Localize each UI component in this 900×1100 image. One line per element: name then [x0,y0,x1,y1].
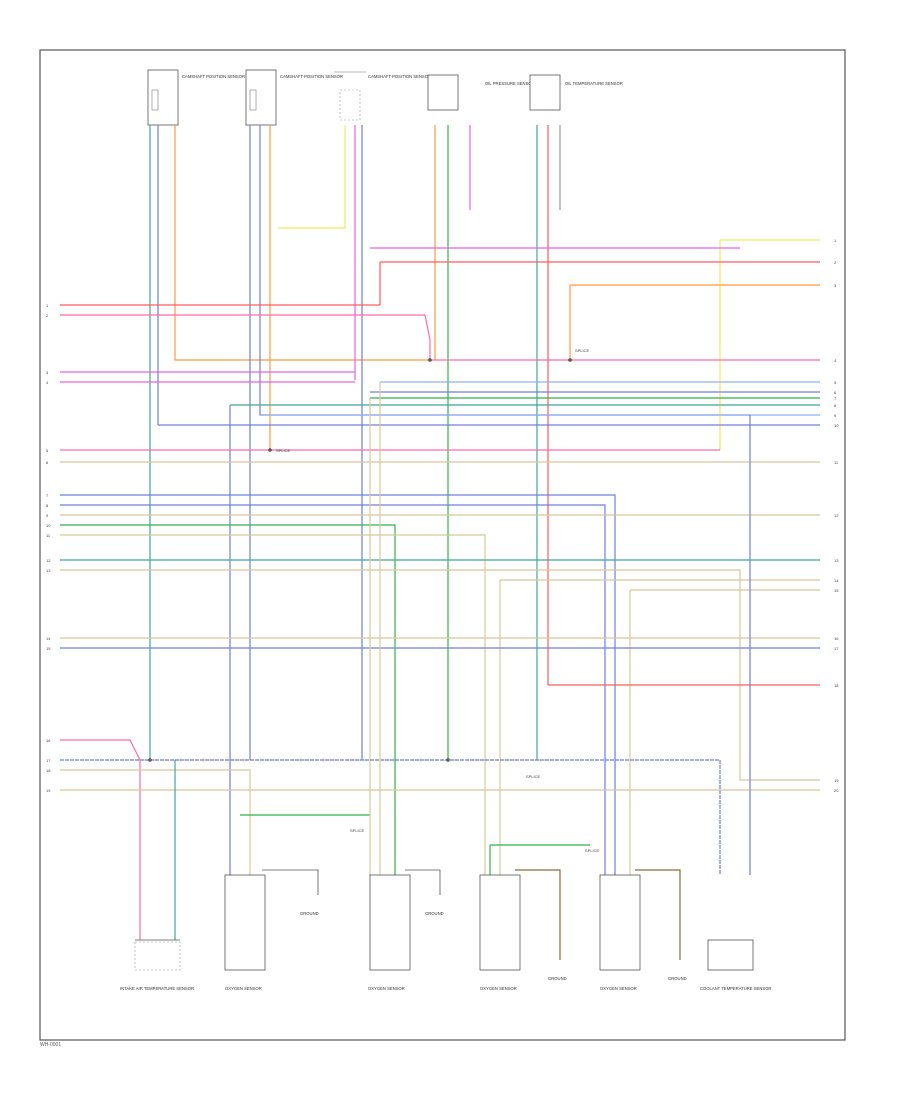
top-sensor-2-label: CAMSHAFT POSITION SENSOR [280,74,343,79]
svg-text:17: 17 [834,646,839,651]
svg-text:14: 14 [46,636,51,641]
top-sensor-5: OIL TEMPERATURE SENSOR [529,74,623,111]
bottom-sensor-6-label: COOLANT TEMPERATURE SENSOR [700,986,771,991]
svg-text:9: 9 [46,513,49,518]
svg-text:12: 12 [46,558,51,563]
bottom-sensor-6: COOLANT TEMPERATURE SENSOR [700,939,771,991]
top-sensor-1: CAMSHAFT POSITION SENSOR [147,69,245,126]
ground-4-label: GROUND [668,976,687,981]
splice-2 [428,358,432,362]
svg-text:5: 5 [834,380,837,385]
bottom-sensor-4: OXYGEN SENSOR GROUND [479,869,567,991]
bottom-sensor-2: OXYGEN SENSOR GROUND [224,869,319,991]
top-sensor-5-label: OIL TEMPERATURE SENSOR [565,81,623,86]
splice-labels: SPLICE SPLICE SPLICE SPLICE SPLICE [276,348,600,853]
svg-text:9: 9 [834,413,837,418]
svg-text:15: 15 [834,588,839,593]
bottom-sensor-5-label: OXYGEN SENSOR [600,986,637,991]
svg-text:2: 2 [46,313,49,318]
svg-text:8: 8 [834,403,837,408]
page-id: WH-0001 [40,1042,62,1048]
top-sensor-4-label: OIL PRESSURE SENSOR [485,81,535,86]
top-sensor-1-label: CAMSHAFT POSITION SENSOR [182,74,245,79]
svg-text:3: 3 [834,283,837,288]
svg-text:1: 1 [46,303,49,308]
bottom-sensor-3: OXYGEN SENSOR GROUND [368,869,444,991]
svg-text:3: 3 [46,370,49,375]
svg-text:16: 16 [46,738,51,743]
svg-text:11: 11 [834,460,839,465]
left-connector-pins: 1 2 3 4 5 6 7 8 9 10 11 12 13 14 15 16 1… [46,303,51,793]
bottom-sensor-1-label: INTAKE AIR TEMPERATURE SENSOR [120,986,194,991]
svg-text:17: 17 [46,758,51,763]
bottom-sensor-5: OXYGEN SENSOR GROUND [599,869,687,991]
top-sensor-3-label: CAMSHAFT POSITION SENSOR [368,74,431,79]
bottom-sensor-4-label: OXYGEN SENSOR [480,986,517,991]
vertical-wires [149,125,750,760]
right-connector-pins: 1 2 3 4 5 6 7 8 9 10 11 12 13 14 15 16 1… [834,238,839,793]
splice-3 [568,358,572,362]
svg-text:18: 18 [834,683,839,688]
svg-text:5: 5 [46,448,49,453]
bottom-sensor-2-label: OXYGEN SENSOR [225,986,262,991]
ground-2-label: GROUND [425,911,444,916]
ground-3-label: GROUND [548,976,567,981]
top-sensor-3: CAMSHAFT POSITION SENSOR [334,71,431,121]
bottom-sensor-1: INTAKE AIR TEMPERATURE SENSOR [120,939,194,991]
svg-text:12: 12 [834,513,839,518]
svg-text:15: 15 [46,646,51,651]
top-sensor-4: OIL PRESSURE SENSOR [427,74,535,111]
splice-label-3: SPLICE [526,774,541,779]
svg-text:11: 11 [46,533,51,538]
svg-text:13: 13 [46,568,51,573]
splice-label-1: SPLICE [276,448,291,453]
svg-text:10: 10 [46,523,51,528]
splices [130,358,572,762]
svg-text:18: 18 [46,768,51,773]
top-sensor-2: CAMSHAFT POSITION SENSOR [245,69,343,126]
svg-text:6: 6 [834,390,837,395]
svg-text:4: 4 [834,358,837,363]
svg-text:16: 16 [834,636,839,641]
splice-1 [268,448,272,452]
diagram-frame [39,49,846,1041]
svg-text:10: 10 [834,423,839,428]
svg-text:8: 8 [46,503,49,508]
svg-text:14: 14 [834,578,839,583]
svg-text:1: 1 [834,238,837,243]
bottom-sensor-3-label: OXYGEN SENSOR [368,986,405,991]
svg-text:20: 20 [834,788,839,793]
splice-label-5: SPLICE [585,848,600,853]
svg-text:4: 4 [46,380,49,385]
svg-text:19: 19 [834,778,839,783]
svg-text:19: 19 [46,788,51,793]
svg-text:7: 7 [46,493,49,498]
svg-text:6: 6 [46,460,49,465]
ground-1-label: GROUND [300,911,319,916]
splice-label-2: SPLICE [575,348,590,353]
horizontal-wires [60,239,820,940]
svg-text:2: 2 [834,260,837,265]
svg-text:13: 13 [834,558,839,563]
splice-label-4: SPLICE [350,828,365,833]
svg-text:7: 7 [834,396,837,401]
